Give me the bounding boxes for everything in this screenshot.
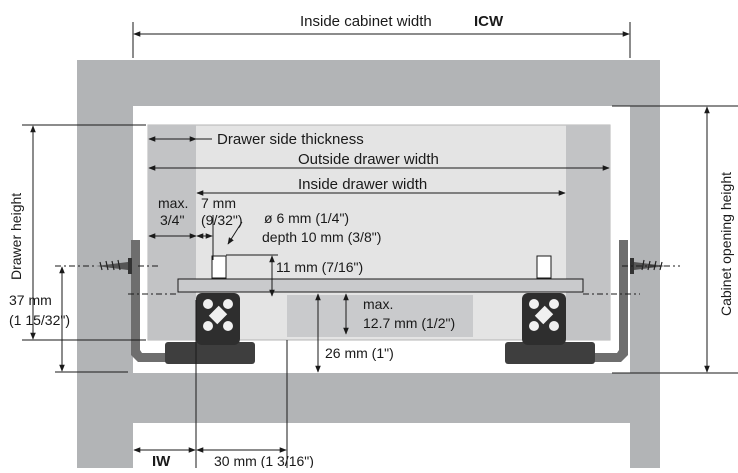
icw-label: Inside cabinet width bbox=[300, 13, 432, 30]
max-three-quarter-label: 3/4" bbox=[160, 212, 184, 228]
rail-right bbox=[555, 240, 628, 362]
hole-depth-label: depth 10 mm (3/8") bbox=[262, 229, 381, 245]
max-label: max. bbox=[158, 195, 188, 211]
clip-right bbox=[536, 255, 552, 279]
icw-abbr: ICW bbox=[474, 13, 504, 30]
max-bottom-label: max. bbox=[363, 296, 393, 312]
drawer-side-left bbox=[148, 125, 196, 340]
drawer-bottom-panel bbox=[177, 278, 584, 293]
thirtyseven-mm-label: 37 mm bbox=[9, 292, 52, 308]
dimension-lines bbox=[22, 22, 738, 468]
iw-label: IW bbox=[152, 453, 171, 468]
clip-left bbox=[211, 255, 227, 279]
eleven-mm-label: 11 mm (7/16") bbox=[276, 259, 363, 275]
cabinet-bottom-panel bbox=[77, 373, 660, 423]
inside-drawer-width-label: Inside drawer width bbox=[298, 176, 427, 193]
seven-mm-label: 7 mm bbox=[201, 195, 236, 211]
max-bottom-value: 12.7 mm (1/2") bbox=[363, 315, 455, 331]
dimension-labels: Inside cabinet width ICW Drawer side thi… bbox=[8, 13, 734, 470]
slide-left bbox=[131, 240, 255, 364]
mount-bracket-left bbox=[165, 342, 255, 364]
drawer-side-right bbox=[566, 125, 610, 340]
twentysix-mm-label: 26 mm (1") bbox=[325, 345, 394, 361]
hole-diameter-label: ø 6 mm (1/4") bbox=[264, 210, 349, 226]
slide-right bbox=[505, 240, 628, 364]
hole-leader bbox=[227, 221, 243, 245]
outside-drawer-width-label: Outside drawer width bbox=[298, 151, 439, 168]
seven-mm-inch-label: (9/32") bbox=[201, 212, 243, 228]
drawer-height-label: Drawer height bbox=[8, 193, 24, 280]
mount-bracket-right bbox=[505, 342, 595, 364]
cabinet-top-panel bbox=[77, 60, 660, 106]
thirty-mm-label: 30 mm (1 3/16") bbox=[214, 453, 314, 468]
drawer-side-thickness-label: Drawer side thickness bbox=[217, 131, 364, 148]
thirtyseven-mm-inch-label: (1 15/32") bbox=[9, 312, 70, 328]
screw-left bbox=[96, 258, 132, 274]
rail-left bbox=[131, 240, 205, 362]
cabinet-opening-height-label: Cabinet opening height bbox=[718, 172, 734, 316]
